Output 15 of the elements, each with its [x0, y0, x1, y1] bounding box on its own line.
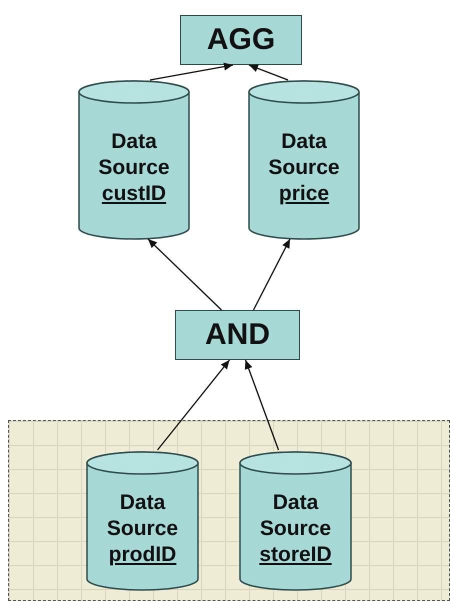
- process-box: [175, 310, 300, 360]
- field-name: price: [278, 181, 330, 208]
- arrow: [252, 238, 291, 310]
- arrow: [244, 360, 280, 450]
- box-label: AGG: [206, 23, 276, 57]
- field-name: prodID: [108, 542, 176, 568]
- process-box: [180, 15, 302, 65]
- box-label: AND: [205, 318, 270, 352]
- shaded-region: [8, 420, 450, 601]
- arrow: [150, 62, 234, 81]
- arrow: [248, 64, 288, 81]
- field-name: storeID: [259, 542, 332, 568]
- arrow: [157, 360, 230, 450]
- field-name: custID: [102, 181, 166, 208]
- arrow: [148, 238, 222, 310]
